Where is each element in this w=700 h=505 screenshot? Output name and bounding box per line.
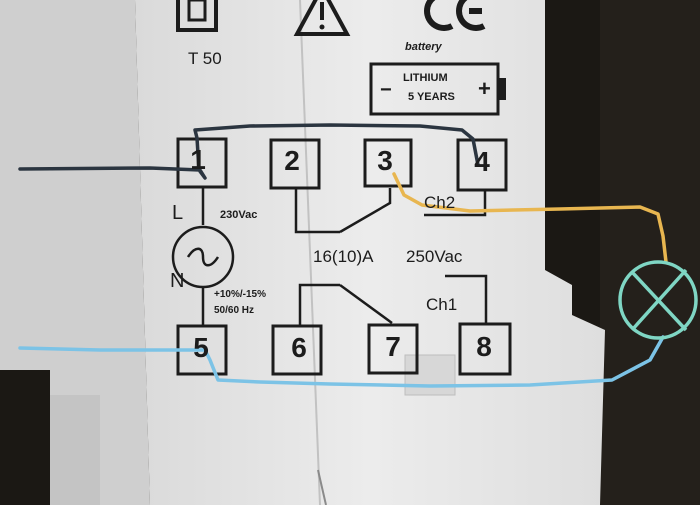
battery-minus-sign: −	[380, 79, 392, 101]
channel-1-label: Ch1	[426, 295, 458, 314]
double-insulation-icon	[176, 0, 218, 32]
terminal-1-number: 1	[190, 144, 206, 175]
terminal-3-number: 3	[377, 145, 393, 176]
tolerance-label: +10%/-15%	[214, 289, 266, 300]
battery-caption: battery	[405, 41, 442, 53]
terminal-5-number: 5	[193, 332, 209, 363]
terminal-4-number: 4	[474, 146, 490, 177]
terminal-8-number: 8	[476, 331, 492, 362]
switched-live-wire	[392, 172, 668, 264]
live-wire	[18, 123, 480, 180]
ce-mark-icon	[424, 0, 486, 31]
live-mark: L	[172, 202, 184, 224]
supply-voltage-label: 230Vac	[220, 209, 258, 221]
battery-plus-sign: +	[478, 76, 491, 101]
lamp-icon	[618, 260, 698, 340]
relay-schematic	[171, 187, 488, 326]
channel-2-label: Ch2	[424, 193, 456, 212]
terminal-7-number: 7	[385, 331, 401, 362]
frequency-label: 50/60 Hz	[214, 305, 255, 316]
terminal-6-number: 6	[291, 332, 307, 363]
neutral-wire	[18, 335, 665, 388]
device-code-label: T 50	[188, 49, 222, 68]
contact-rating-label: 16(10)A	[313, 247, 374, 266]
terminal-2-number: 2	[284, 145, 300, 176]
battery-life-label: 5 YEARS	[408, 91, 455, 103]
neutral-mark: N	[170, 270, 185, 292]
contact-voltage-label: 250Vac	[406, 247, 463, 266]
warning-triangle-icon	[293, 0, 351, 36]
battery-type-label: LITHIUM	[403, 72, 448, 84]
